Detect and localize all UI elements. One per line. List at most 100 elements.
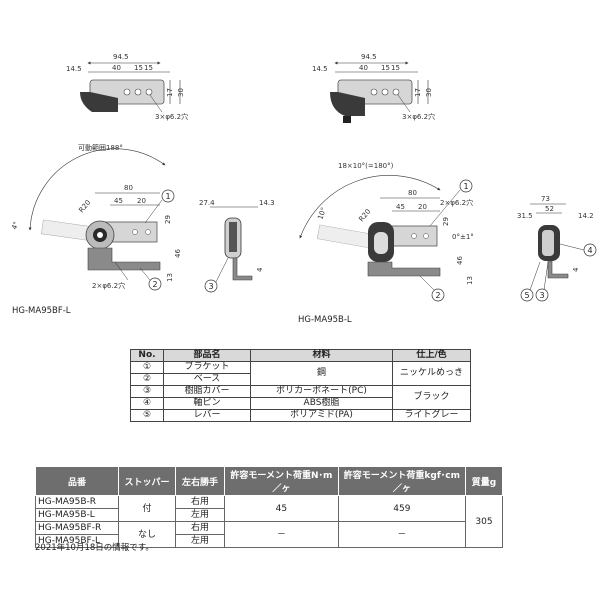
callout-3: 3 bbox=[209, 282, 214, 291]
cell-moment-kgf: 459 bbox=[337, 495, 467, 522]
dim-4deg: 4° bbox=[10, 220, 20, 230]
cell-moment-nm: － bbox=[224, 521, 339, 548]
cell-model: HG-MA95B-R bbox=[35, 495, 119, 509]
holes-label-mid-r: 2×φ6.2穴 bbox=[440, 198, 473, 207]
cell-part: ベース bbox=[163, 373, 251, 386]
dim-94.5-r: 94.5 bbox=[361, 53, 377, 61]
dim-30-r: 30 bbox=[425, 88, 433, 97]
cell-side: 右用 bbox=[175, 521, 225, 535]
cell-no: ③ bbox=[130, 385, 164, 398]
col-material: 材料 bbox=[250, 349, 393, 362]
cell-material: ポリアミド(PA) bbox=[250, 409, 393, 422]
cell-part: 軸ピン bbox=[163, 397, 251, 410]
dim-29: 29 bbox=[164, 215, 172, 224]
col-part: 部品名 bbox=[163, 349, 251, 362]
range-label-r: 18×10°(=180°) bbox=[338, 162, 394, 170]
front-view-left: 可動範囲188° 80 45 20 29 R20 4° 46 13 2×φ6.2… bbox=[10, 143, 182, 291]
cell-material: 鋼 bbox=[250, 361, 393, 386]
dim-94.5: 94.5 bbox=[113, 53, 129, 61]
dim-27.4: 27.4 bbox=[199, 199, 215, 207]
cell-material: ポリカーボネート(PC) bbox=[250, 385, 393, 398]
cell-side: 左用 bbox=[175, 508, 225, 522]
cell-moment-kgf: － bbox=[337, 521, 467, 548]
dim-45: 45 bbox=[114, 197, 123, 205]
cell-no: ② bbox=[130, 373, 164, 386]
callout-1: 1 bbox=[166, 192, 171, 201]
cell-no: ① bbox=[130, 361, 164, 374]
dim-20-r: 20 bbox=[418, 203, 427, 211]
callout-2: 2 bbox=[153, 280, 158, 289]
cell-mass: 305 bbox=[465, 495, 503, 548]
info-date-note: 2021年10月18日の情報です。 bbox=[35, 543, 154, 553]
callout-5: 5 bbox=[525, 291, 530, 300]
dim-80: 80 bbox=[124, 184, 133, 192]
cell-side: 右用 bbox=[175, 495, 225, 509]
dim-14.2: 14.2 bbox=[578, 212, 594, 220]
table-row: HG-MA95BF-R なし 右用 － － bbox=[35, 521, 503, 548]
dim-73: 73 bbox=[541, 195, 550, 203]
cell-no: ④ bbox=[130, 397, 164, 410]
col-no: No. bbox=[130, 349, 164, 362]
col-mass: 質量g bbox=[465, 466, 503, 496]
dim-17: 17 bbox=[166, 88, 174, 97]
table-row: ① ブラケット 鋼 ニッケルめっき bbox=[130, 361, 471, 386]
col-stopper: ストッパー bbox=[118, 466, 176, 496]
holes-label: 3×φ6.2穴 bbox=[155, 112, 188, 121]
col-moment-nm: 許容モーメント荷重N･m／ヶ bbox=[224, 466, 339, 496]
materials-table: No. 部品名 材料 仕上/色 ① ブラケット 鋼 ニッケルめっき ② ベース … bbox=[130, 349, 471, 422]
dim-30: 30 bbox=[177, 88, 185, 97]
cell-material: ABS樹脂 bbox=[250, 397, 393, 410]
materials-header-row: No. 部品名 材料 仕上/色 bbox=[130, 349, 471, 362]
holes-label-mid: 2×φ6.2穴 bbox=[92, 281, 125, 290]
dim-17-r: 17 bbox=[414, 88, 422, 97]
col-model: 品番 bbox=[35, 466, 119, 496]
cell-part: ブラケット bbox=[163, 361, 251, 374]
dim-13-r: 13 bbox=[466, 276, 474, 285]
dim-4-side-r: 4 bbox=[572, 267, 580, 272]
cell-stopper: 付 bbox=[118, 495, 176, 522]
caption-left: HG-MA95BF-L bbox=[12, 306, 71, 316]
technical-drawings: 94.5 14.5 40 15 15 17 30 3×φ6.2穴 94.5 14… bbox=[10, 53, 597, 302]
callout-3-r: 3 bbox=[540, 291, 545, 300]
table-row: ④ 軸ピン ABS樹脂 bbox=[130, 397, 471, 410]
dim-46-r: 46 bbox=[456, 256, 464, 265]
dim-15a: 15 bbox=[134, 64, 143, 72]
front-view-right: 18×10°(=180°) 80 45 20 29 R20 10° 0°±1° … bbox=[299, 162, 474, 302]
dim-15a-r: 15 bbox=[381, 64, 390, 72]
dim-45-r: 45 bbox=[396, 203, 405, 211]
dim-4-side: 4 bbox=[256, 267, 264, 272]
spec-header-row: 品番 ストッパー 左右勝手 許容モーメント荷重N･m／ヶ 許容モーメント荷重kg… bbox=[35, 466, 503, 496]
top-view-right: 94.5 14.5 40 15 15 17 30 3×φ6.2穴 bbox=[312, 53, 435, 123]
dim-15b: 15 bbox=[144, 64, 153, 72]
table-row: HG-MA95B-L 左用 bbox=[35, 508, 503, 522]
dim-15b-r: 15 bbox=[391, 64, 400, 72]
dim-29-r: 29 bbox=[442, 217, 450, 226]
dim-r20: R20 bbox=[77, 199, 92, 215]
side-view-left: 27.4 14.3 4 3 bbox=[199, 199, 275, 293]
cell-model: HG-MA95BF-R bbox=[35, 521, 119, 535]
cell-finish: ライトグレー bbox=[392, 409, 471, 422]
dim-14.3: 14.3 bbox=[259, 199, 275, 207]
dim-40: 40 bbox=[112, 64, 121, 72]
cell-part: 樹脂カバー bbox=[163, 385, 251, 398]
side-view-right: 73 52 31.5 14.2 4 4 5 3 bbox=[517, 195, 597, 302]
cell-model: HG-MA95B-L bbox=[35, 508, 119, 522]
cell-finish: ニッケルめっき bbox=[392, 361, 471, 386]
top-view-left: 94.5 14.5 40 15 15 17 30 3×φ6.2穴 bbox=[66, 53, 188, 121]
callout-4: 4 bbox=[588, 246, 593, 255]
dim-31.5: 31.5 bbox=[517, 212, 533, 220]
range-label: 可動範囲188° bbox=[78, 143, 123, 152]
table-row: HG-MA95BF-L 左用 bbox=[35, 534, 503, 548]
col-side: 左右勝手 bbox=[175, 466, 225, 496]
spec-table: 品番 ストッパー 左右勝手 許容モーメント荷重N･m／ヶ 許容モーメント荷重kg… bbox=[35, 466, 503, 548]
callout-2-r: 2 bbox=[436, 291, 441, 300]
dim-20: 20 bbox=[137, 197, 146, 205]
holes-label-r: 3×φ6.2穴 bbox=[402, 112, 435, 121]
dim-10deg: 10° bbox=[316, 206, 328, 220]
table-row: HG-MA95B-R 付 右用 45 459 305 bbox=[35, 495, 503, 548]
col-finish: 仕上/色 bbox=[392, 349, 471, 362]
table-row: ⑤ レバー ポリアミド(PA) ライトグレー bbox=[130, 409, 471, 422]
dim-52: 52 bbox=[545, 205, 554, 213]
caption-right: HG-MA95B-L bbox=[298, 315, 352, 325]
callout-1-r: 1 bbox=[464, 182, 469, 191]
